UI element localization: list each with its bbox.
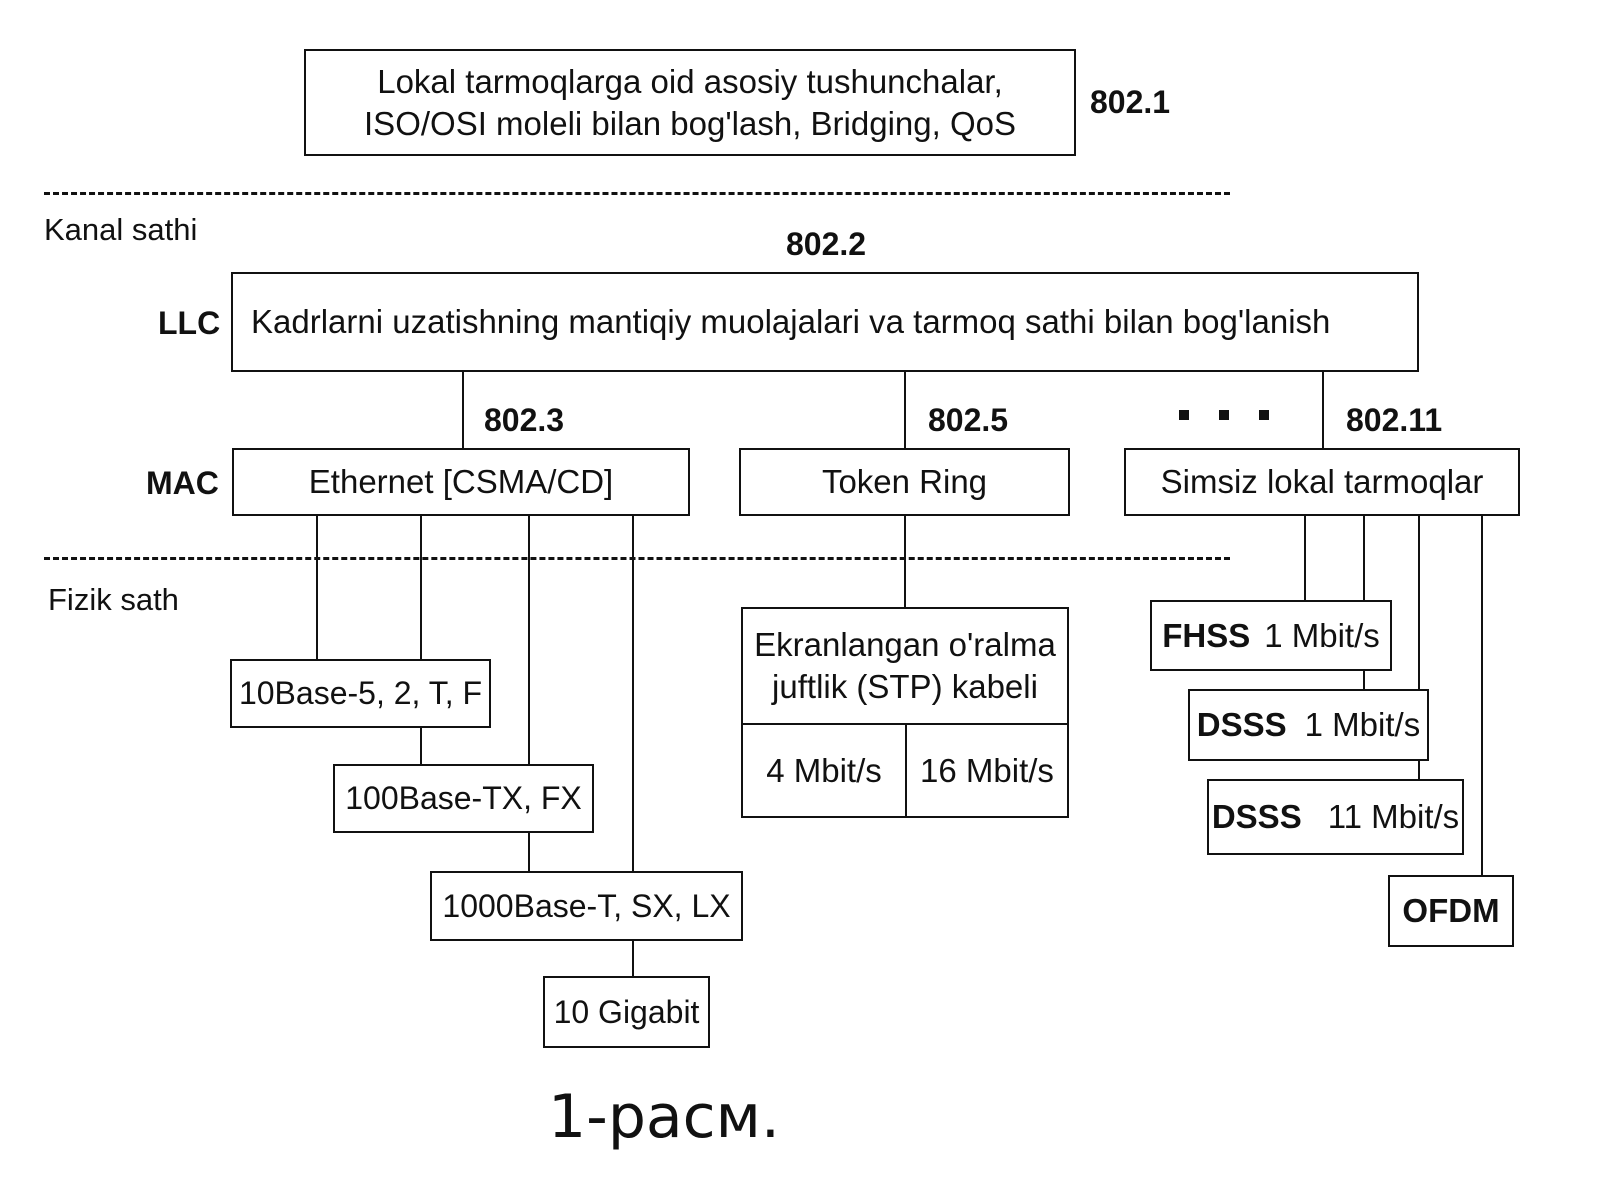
stp-speed-16-label: 16 Mbit/s [920, 751, 1054, 789]
wl-phys-dsss-1-name: DSSS [1196, 706, 1287, 743]
eth-phys-10base: 10Base-5, 2, T, F [230, 659, 491, 728]
wl-phys-ofdm-name: OFDM [1402, 892, 1500, 929]
connector-eth-2b [420, 727, 422, 765]
standard-802-1: 802.1 [1090, 84, 1171, 120]
eth-phys-100base: 100Base-TX, FX [333, 764, 594, 833]
standard-802-2: 802.2 [786, 226, 867, 262]
connector-eth-2 [420, 516, 422, 660]
wl-phys-dsss-1-speed: 1 Mbit/s [1304, 706, 1421, 743]
row-label-llc: LLC [158, 305, 221, 341]
standard-802-5: 802.5 [928, 402, 1009, 438]
standard-802-3: 802.3 [484, 402, 565, 438]
connector-token-stp [904, 516, 906, 608]
llc-box: Kadrlarni uzatishning mantiqiy muolajala… [231, 272, 1419, 372]
wireless-label: Simsiz lokal tarmoqlar [1160, 463, 1484, 500]
connector-eth-4 [632, 516, 634, 872]
connector-llc-token [904, 372, 906, 449]
wl-phys-dsss-1: DSSS 1 Mbit/s [1188, 689, 1429, 761]
separator-kanal [44, 192, 1230, 195]
stp-box: Ekranlangan o'ralma juftlik (STP) kabeli [741, 607, 1069, 725]
connector-llc-ethernet [462, 372, 464, 449]
connector-eth-1 [316, 516, 318, 660]
eth-phys-10gigabit: 10 Gigabit [543, 976, 710, 1048]
separator-fizik [44, 557, 1230, 560]
ellipsis-dot-1 [1179, 410, 1189, 420]
stp-line-1: Ekranlangan o'ralma [754, 626, 1056, 663]
wl-phys-fhss-name: FHSS [1162, 616, 1251, 654]
row-label-mac: MAC [146, 465, 219, 501]
ellipsis-dot-2 [1219, 410, 1229, 420]
stp-speed-16: 16 Mbit/s [905, 723, 1069, 818]
layer-label-fizik: Fizik sath [48, 582, 179, 617]
eth-phys-1000base: 1000Base-T, SX, LX [430, 871, 743, 941]
connector-wl-2 [1363, 516, 1365, 601]
connector-eth-3 [528, 516, 530, 765]
overview-box: Lokal tarmoqlarga oid asosiy tushunchala… [304, 49, 1076, 156]
token-ring-box: Token Ring [739, 448, 1070, 516]
connector-wl-3b [1418, 760, 1420, 780]
ethernet-box: Ethernet [CSMA/CD] [232, 448, 690, 516]
llc-text: Kadrlarni uzatishning mantiqiy muolajala… [251, 303, 1331, 340]
stp-line-2: juftlik (STP) kabeli [772, 668, 1038, 705]
wireless-box: Simsiz lokal tarmoqlar [1124, 448, 1520, 516]
connector-wl-1 [1304, 516, 1306, 601]
connector-eth-4b [632, 940, 634, 977]
eth-phys-10base-label: 10Base-5, 2, T, F [238, 675, 483, 711]
overview-line-1: Lokal tarmoqlarga oid asosiy tushunchala… [377, 62, 1003, 100]
wl-phys-dsss-11-speed: 11 Mbit/s [1327, 798, 1460, 835]
figure-caption: 1-расм. [548, 1082, 781, 1152]
layer-label-kanal: Kanal sathi [44, 212, 198, 247]
ellipsis-dot-3 [1259, 410, 1269, 420]
eth-phys-100base-label: 100Base-TX, FX [345, 780, 582, 816]
stp-speed-4-label: 4 Mbit/s [766, 751, 882, 789]
ethernet-label: Ethernet [CSMA/CD] [308, 463, 614, 500]
eth-phys-1000base-label: 1000Base-T, SX, LX [442, 887, 731, 924]
wl-phys-ofdm: OFDM [1388, 875, 1514, 947]
wl-phys-dsss-11-name: DSSS [1211, 798, 1302, 835]
connector-wl-2b [1363, 670, 1365, 690]
wl-phys-fhss: FHSS 1 Mbit/s [1150, 600, 1392, 671]
connector-llc-wireless [1322, 372, 1324, 449]
connector-eth-3b [528, 832, 530, 872]
stp-speed-4: 4 Mbit/s [741, 723, 907, 818]
wl-phys-fhss-speed: 1 Mbit/s [1264, 616, 1380, 654]
wl-phys-dsss-11: DSSS 11 Mbit/s [1207, 779, 1464, 855]
overview-line-2: ISO/OSI moleli bilan bog'lash, Bridging,… [364, 104, 1016, 142]
connector-wl-4 [1481, 516, 1483, 876]
connector-wl-3 [1418, 516, 1420, 690]
token-ring-label: Token Ring [821, 463, 988, 500]
standard-802-11: 802.11 [1346, 402, 1443, 438]
eth-phys-10gigabit-label: 10 Gigabit [553, 993, 700, 1030]
